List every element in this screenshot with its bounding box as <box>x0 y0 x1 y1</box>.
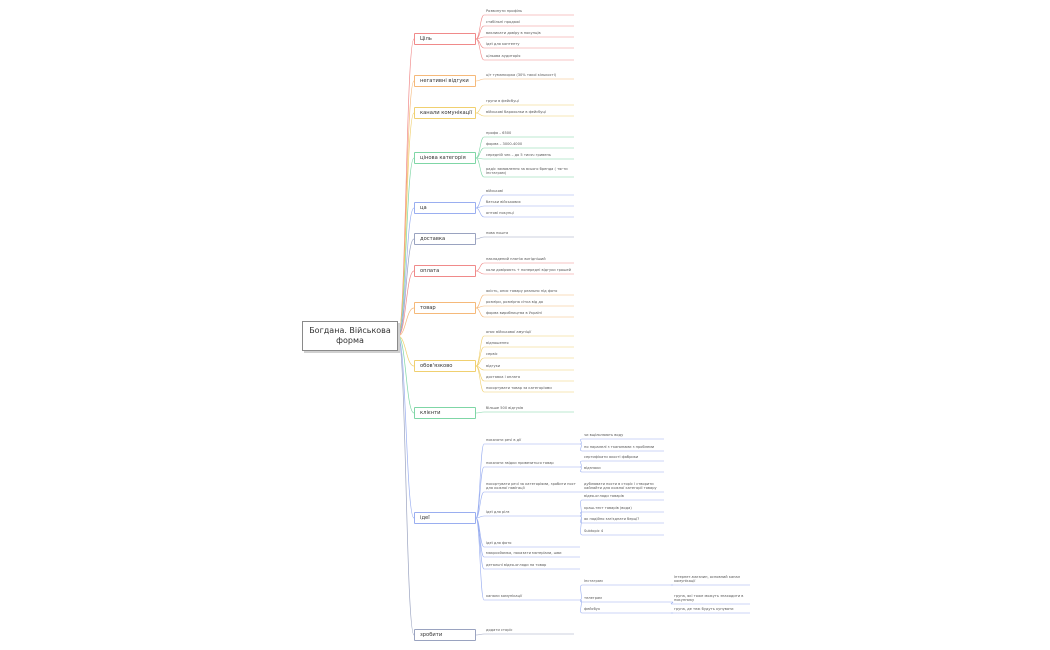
subtopic[interactable]: інстаграм <box>584 579 603 583</box>
subtopic[interactable]: відео-огляди товарів <box>584 494 624 498</box>
subtopic[interactable]: сертифікати якості фабрики <box>584 455 639 459</box>
leaf-topic[interactable]: показати звідки привезиться товар <box>486 461 554 465</box>
leaf-topic[interactable]: коли довіряють + попередні відгуки гроше… <box>486 268 571 272</box>
leaf-topic[interactable]: профа – 6500 <box>486 131 512 135</box>
subtopic[interactable]: дублювати пости в сторіс і створити хайл… <box>584 482 657 491</box>
leaf-topic[interactable]: стабільні продажі <box>486 20 521 24</box>
subtopic[interactable]: по паралелі з тканинами з проблеми <box>584 445 655 449</box>
branch-node[interactable]: канали комунікації <box>414 107 476 119</box>
leaf-topic[interactable]: нова пошта <box>486 231 509 235</box>
subtopic[interactable]: Subtopic 4 <box>584 529 604 533</box>
subtopic-detail[interactable]: група, де теж будуть купувати <box>674 607 734 611</box>
subtopic[interactable]: телеграм <box>584 596 602 600</box>
leaf-topic[interactable]: військові барахолки в фейсбуці <box>486 110 546 114</box>
leaf-topic[interactable]: якість, опис товару реально під фото <box>486 289 558 293</box>
leaf-topic[interactable]: військові <box>486 189 504 193</box>
central-topic[interactable]: Богдана. Військова форма <box>302 321 398 351</box>
subtopic[interactable]: фейсбук <box>584 607 601 611</box>
subtopic-detail[interactable]: інтернет-магазин, основний канал комунік… <box>674 575 740 584</box>
leaf-topic[interactable]: групи в фейсбуці <box>486 99 519 103</box>
leaf-topic[interactable]: середній чек – до 5 тисяч гривень <box>486 153 551 157</box>
leaf-topic[interactable]: доставка і оплата <box>486 375 521 379</box>
leaf-topic[interactable]: ідеї для рілз <box>486 510 510 514</box>
subtopic[interactable]: чи вщільнюють воду <box>584 433 624 437</box>
leaf-topic[interactable]: ціт туманкорка (30% такої кількості) <box>486 73 557 77</box>
branch-node[interactable]: обов'язково <box>414 360 476 372</box>
branch-node[interactable]: ідеї <box>414 512 476 524</box>
leaf-topic[interactable]: форма виробництва в Україні <box>486 311 542 315</box>
leaf-topic[interactable]: ідеї для фото <box>486 541 512 545</box>
branch-node[interactable]: доставка <box>414 233 476 245</box>
branch-node[interactable]: Ціль <box>414 33 476 45</box>
leaf-topic[interactable]: посортувати речі за категоріями, зробити… <box>486 482 576 491</box>
branch-node[interactable]: клієнти <box>414 407 476 419</box>
leaf-topic[interactable]: посортувати товар за категоріями <box>486 386 552 390</box>
leaf-topic[interactable]: Розвинути профіль <box>486 9 523 13</box>
subtopic[interactable]: як надійно заз'єднати берці? <box>584 517 640 521</box>
leaf-topic[interactable]: показати речі в дії <box>486 438 522 442</box>
central-topic-label: Богдана. Військова форма <box>309 326 391 345</box>
leaf-topic[interactable]: більше 500 відгуків <box>486 406 524 410</box>
subtopic[interactable]: відзнаки <box>584 466 601 470</box>
leaf-topic[interactable]: розміри, розмірна сітка від до <box>486 300 544 304</box>
leaf-topic[interactable]: канали комунікації <box>486 594 523 598</box>
branch-node[interactable]: зробити <box>414 629 476 641</box>
branch-node[interactable]: негативні відгуки <box>414 75 476 87</box>
subtopic-detail[interactable]: група, які тоже можуть знаходити в покуп… <box>674 594 744 603</box>
leaf-topic[interactable]: радіс замовлення за всього бренда ( тягт… <box>486 167 568 176</box>
branch-node[interactable]: оплата <box>414 265 476 277</box>
leaf-topic[interactable]: опис військової амуніції <box>486 330 532 334</box>
branch-node[interactable]: товар <box>414 302 476 314</box>
leaf-topic[interactable]: сервіс <box>486 352 498 356</box>
leaf-topic[interactable]: накладений платіж вигідніший <box>486 257 546 261</box>
leaf-topic[interactable]: детальні відео-огляди на товар <box>486 563 547 567</box>
branch-node[interactable]: ца <box>414 202 476 214</box>
leaf-topic[interactable]: оптові покупці <box>486 211 514 215</box>
leaf-topic[interactable]: батьки військових <box>486 200 521 204</box>
leaf-topic[interactable]: відношення <box>486 341 509 345</box>
subtopic[interactable]: краш-тест товарів (вода) <box>584 506 632 510</box>
leaf-topic[interactable]: ідеї для контенту <box>486 42 520 46</box>
branch-node[interactable]: цінова категорія <box>414 152 476 164</box>
leaf-topic[interactable]: додати сторіс <box>486 628 513 632</box>
leaf-topic[interactable]: викликати довіру в покупців <box>486 31 541 35</box>
leaf-topic[interactable]: відгуки <box>486 364 501 368</box>
leaf-topic[interactable]: цільова аудиторія <box>486 54 521 58</box>
leaf-topic[interactable]: форма – 3000-4000 <box>486 142 523 146</box>
leaf-topic[interactable]: макросйомка, показати матеріали, шви <box>486 551 562 555</box>
